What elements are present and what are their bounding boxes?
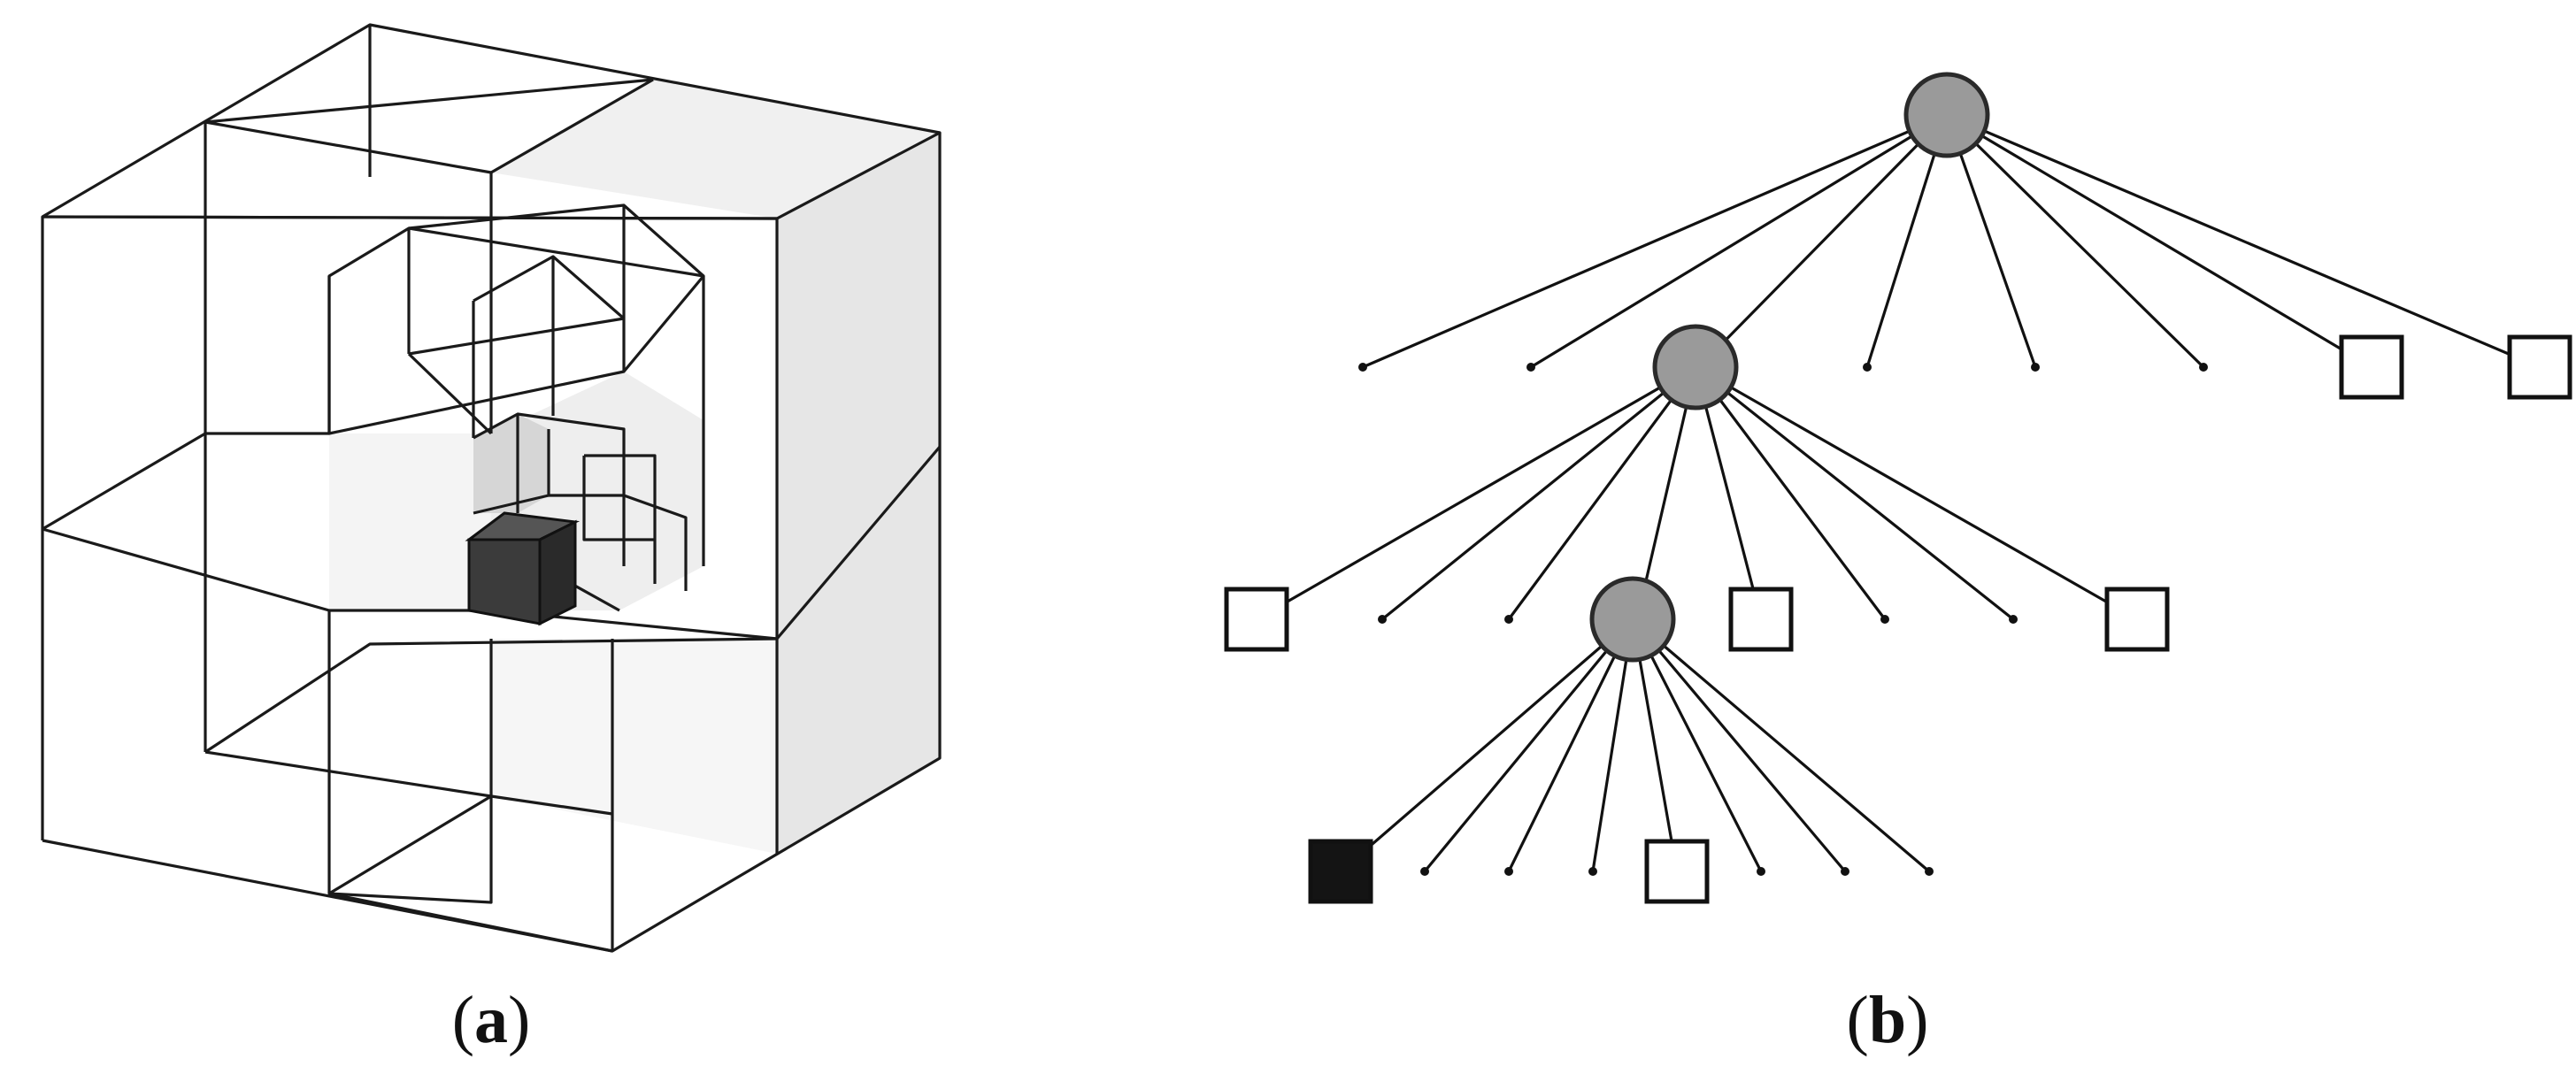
point-leaf-marker <box>1358 363 1367 372</box>
tree-edge <box>1507 366 1697 620</box>
top-mid-line-4 <box>204 639 493 798</box>
tree-edge <box>1635 366 1697 620</box>
tree-edge <box>1945 114 2037 368</box>
tree-edge <box>1865 114 1949 368</box>
root-node <box>1903 72 1990 158</box>
tree-edge <box>1530 113 1948 369</box>
tree-edge <box>1423 618 1634 873</box>
small-cube-shade <box>473 414 549 513</box>
empty-leaf-node <box>1728 587 1794 652</box>
tree-edge <box>1695 365 2014 621</box>
point-leaf-marker <box>1588 867 1597 876</box>
tree-edge <box>1380 365 1697 621</box>
octree-cube-diagram: (a) <box>41 23 942 1057</box>
tree-edge <box>1631 618 1931 873</box>
tree-edge <box>1946 113 2372 369</box>
internal-node <box>1589 576 1676 663</box>
occupied-cube-side <box>538 519 577 626</box>
third-level-6 <box>582 456 655 541</box>
point-leaf-marker <box>1863 363 1872 372</box>
empty-leaf-node <box>1644 839 1710 904</box>
top-mid-line-1 <box>204 78 654 124</box>
mid-horizontal-front <box>42 527 778 641</box>
empty-leaf-node <box>2339 334 2404 400</box>
occupied-leaf-node <box>1308 839 1373 904</box>
empty-leaf-node <box>2507 334 2572 400</box>
tree-edge <box>1631 618 1763 872</box>
outer-cube-front-top <box>42 215 778 220</box>
point-leaf-marker <box>1841 867 1849 876</box>
point-leaf-marker <box>1880 615 1889 624</box>
caption-a: (a) <box>452 983 531 1057</box>
second-level-mid <box>408 203 705 278</box>
tree-edges <box>1256 113 2541 873</box>
tree-edge <box>1945 113 2205 369</box>
point-leaf-marker <box>1378 615 1387 624</box>
point-leaf-marker <box>1526 363 1535 372</box>
third-level-1 <box>473 412 626 566</box>
tree-edge <box>1946 113 2541 369</box>
tree-nodes <box>1224 72 2572 904</box>
mid-horizontal-right <box>775 445 942 641</box>
second-level-inner-5 <box>407 352 493 435</box>
tree-edge <box>1339 618 1634 873</box>
tree-edge <box>1256 365 1696 621</box>
lower-octant-front-face-shade <box>491 639 777 854</box>
mid-horizontal-left <box>42 432 329 531</box>
empty-leaf-node <box>1224 587 1289 652</box>
occupied-cube-front <box>467 538 542 625</box>
point-leaf-marker <box>1504 615 1513 624</box>
second-level-inner-1 <box>473 255 626 320</box>
tree-edge <box>1362 113 1948 369</box>
empty-leaf-node <box>2104 587 2170 652</box>
third-level-4 <box>584 454 657 584</box>
point-leaf-marker <box>1757 867 1765 876</box>
tree-edge <box>1694 366 1763 620</box>
caption-b: (b) <box>1847 983 1929 1057</box>
tree-edge <box>1694 366 1887 620</box>
third-level-5 <box>473 494 550 515</box>
outer-cube-bottom-front <box>42 133 942 953</box>
point-leaf-marker <box>2009 615 2018 624</box>
third-level-7 <box>623 494 688 591</box>
internal-node <box>1652 324 1739 410</box>
bottom-mid-line-4 <box>328 796 493 904</box>
upper-octant-top-face-shade <box>491 80 940 219</box>
bottom-mid-line-1 <box>204 637 778 754</box>
tree-edge <box>1507 618 1634 872</box>
point-leaf-marker <box>2031 363 2040 372</box>
mid-cube-front-face-shade <box>329 433 491 610</box>
octree-tree-diagram: (b) <box>1224 72 2572 1057</box>
tree-edge <box>1695 365 2138 621</box>
second-level-inner-4 <box>408 317 625 356</box>
tree-edge <box>1697 113 1949 369</box>
point-leaf-marker <box>1504 867 1513 876</box>
top-mid-line-3 <box>204 120 492 174</box>
outer-right-face-shade <box>777 133 940 854</box>
point-leaf-marker <box>2199 363 2208 372</box>
point-leaf-marker <box>1420 867 1429 876</box>
top-octant-line <box>490 78 654 174</box>
tree-edge <box>1631 618 1847 873</box>
point-leaf-marker <box>1925 867 1934 876</box>
